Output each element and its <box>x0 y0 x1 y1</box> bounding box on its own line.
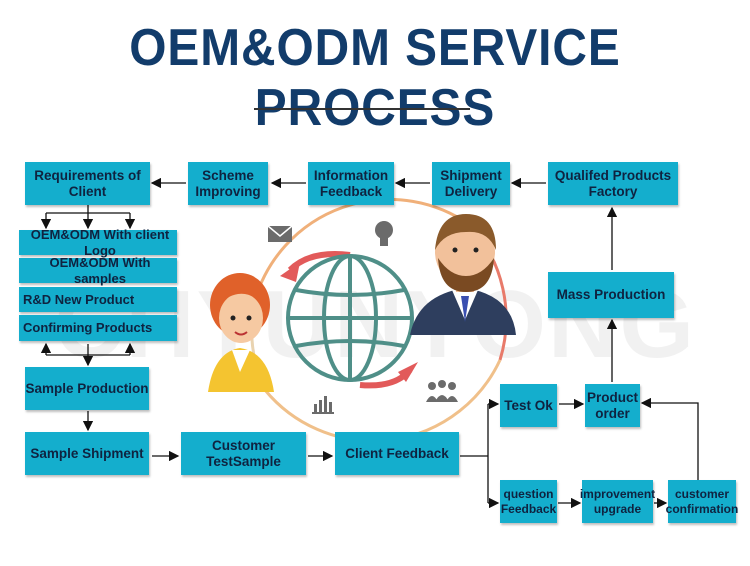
box-client-feedback: Client Feedback <box>335 432 459 475</box>
red-arrow-bottom-head <box>398 362 418 382</box>
box-test-ok: Test Ok <box>500 384 557 427</box>
box-oem-odm-client-logo: OEM&ODM With client Logo <box>19 227 177 258</box>
red-arrow-top-head <box>280 262 300 282</box>
title-underline <box>254 108 470 110</box>
box-improvement-upgrade: improvement upgrade <box>580 480 655 523</box>
box-customer-confirmation: customer confirmation <box>666 480 738 523</box>
box-qualified-products-factory: Qualifed Products Factory <box>548 162 678 205</box>
box-confirming-products: Confirming Products <box>19 315 177 341</box>
box-mass-production: Mass Production <box>548 272 674 318</box>
people-icon <box>426 380 458 402</box>
box-customer-testsample: Customer TestSample <box>181 432 306 475</box>
arrow-confirm-to-order <box>640 397 699 480</box>
box-rnd-new-product: R&D New Product <box>19 287 177 312</box>
box-sample-production: Sample Production <box>25 367 149 410</box>
mail-icon <box>267 225 293 242</box>
woman-avatar <box>208 273 274 392</box>
globe-icon <box>286 254 414 382</box>
box-sample-shipment: Sample Shipment <box>25 432 149 475</box>
box-shipment-delivery: Shipment Delivery <box>432 162 510 205</box>
man-avatar <box>410 214 516 335</box>
box-product-order: Product order <box>585 384 640 427</box>
bar-chart-icon <box>312 396 334 414</box>
box-scheme-improving: Scheme Improving <box>188 162 268 205</box>
box-question-feedback: question Feedback <box>500 480 557 523</box>
lightbulb-icon <box>375 221 393 246</box>
box-requirements-of-client: Requirements of Client <box>25 162 150 205</box>
box-information-feedback: Information Feedback <box>308 162 394 205</box>
box-oem-odm-with-samples: OEM&ODM With samples <box>19 255 177 286</box>
